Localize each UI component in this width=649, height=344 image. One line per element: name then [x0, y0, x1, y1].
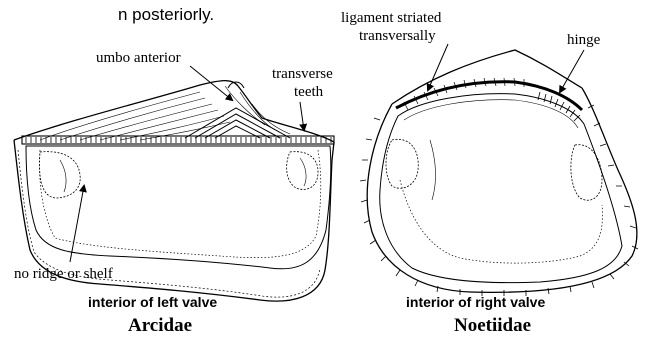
ligament-pointer — [428, 44, 448, 90]
right-valve-caption: interior of right valve — [406, 294, 545, 310]
hinge-pointer — [560, 50, 584, 92]
noetiidae-shell-drawing — [360, 50, 638, 296]
noetiidae-family-name: Noetiidae — [454, 315, 531, 336]
ridge-pointer — [70, 186, 84, 262]
transverse-teeth-label-line1: transverse — [272, 66, 333, 82]
ligament-striated-label-line2: transversally — [359, 28, 436, 44]
left-valve-caption: interior of left valve — [88, 294, 217, 310]
hinge-label: hinge — [567, 32, 601, 48]
ligament-striated-label-line1: ligament striated — [341, 10, 442, 26]
umbo-anterior-label: umbo anterior — [96, 50, 181, 66]
intro-text: n posteriorly. — [118, 5, 214, 24]
umbo-pointer — [190, 66, 232, 100]
teeth-pointer — [300, 102, 304, 130]
transverse-teeth-label-line2: teeth — [294, 84, 324, 100]
arcidae-family-name: Arcidae — [128, 315, 192, 336]
no-ridge-label: no ridge or shelf — [14, 266, 113, 282]
